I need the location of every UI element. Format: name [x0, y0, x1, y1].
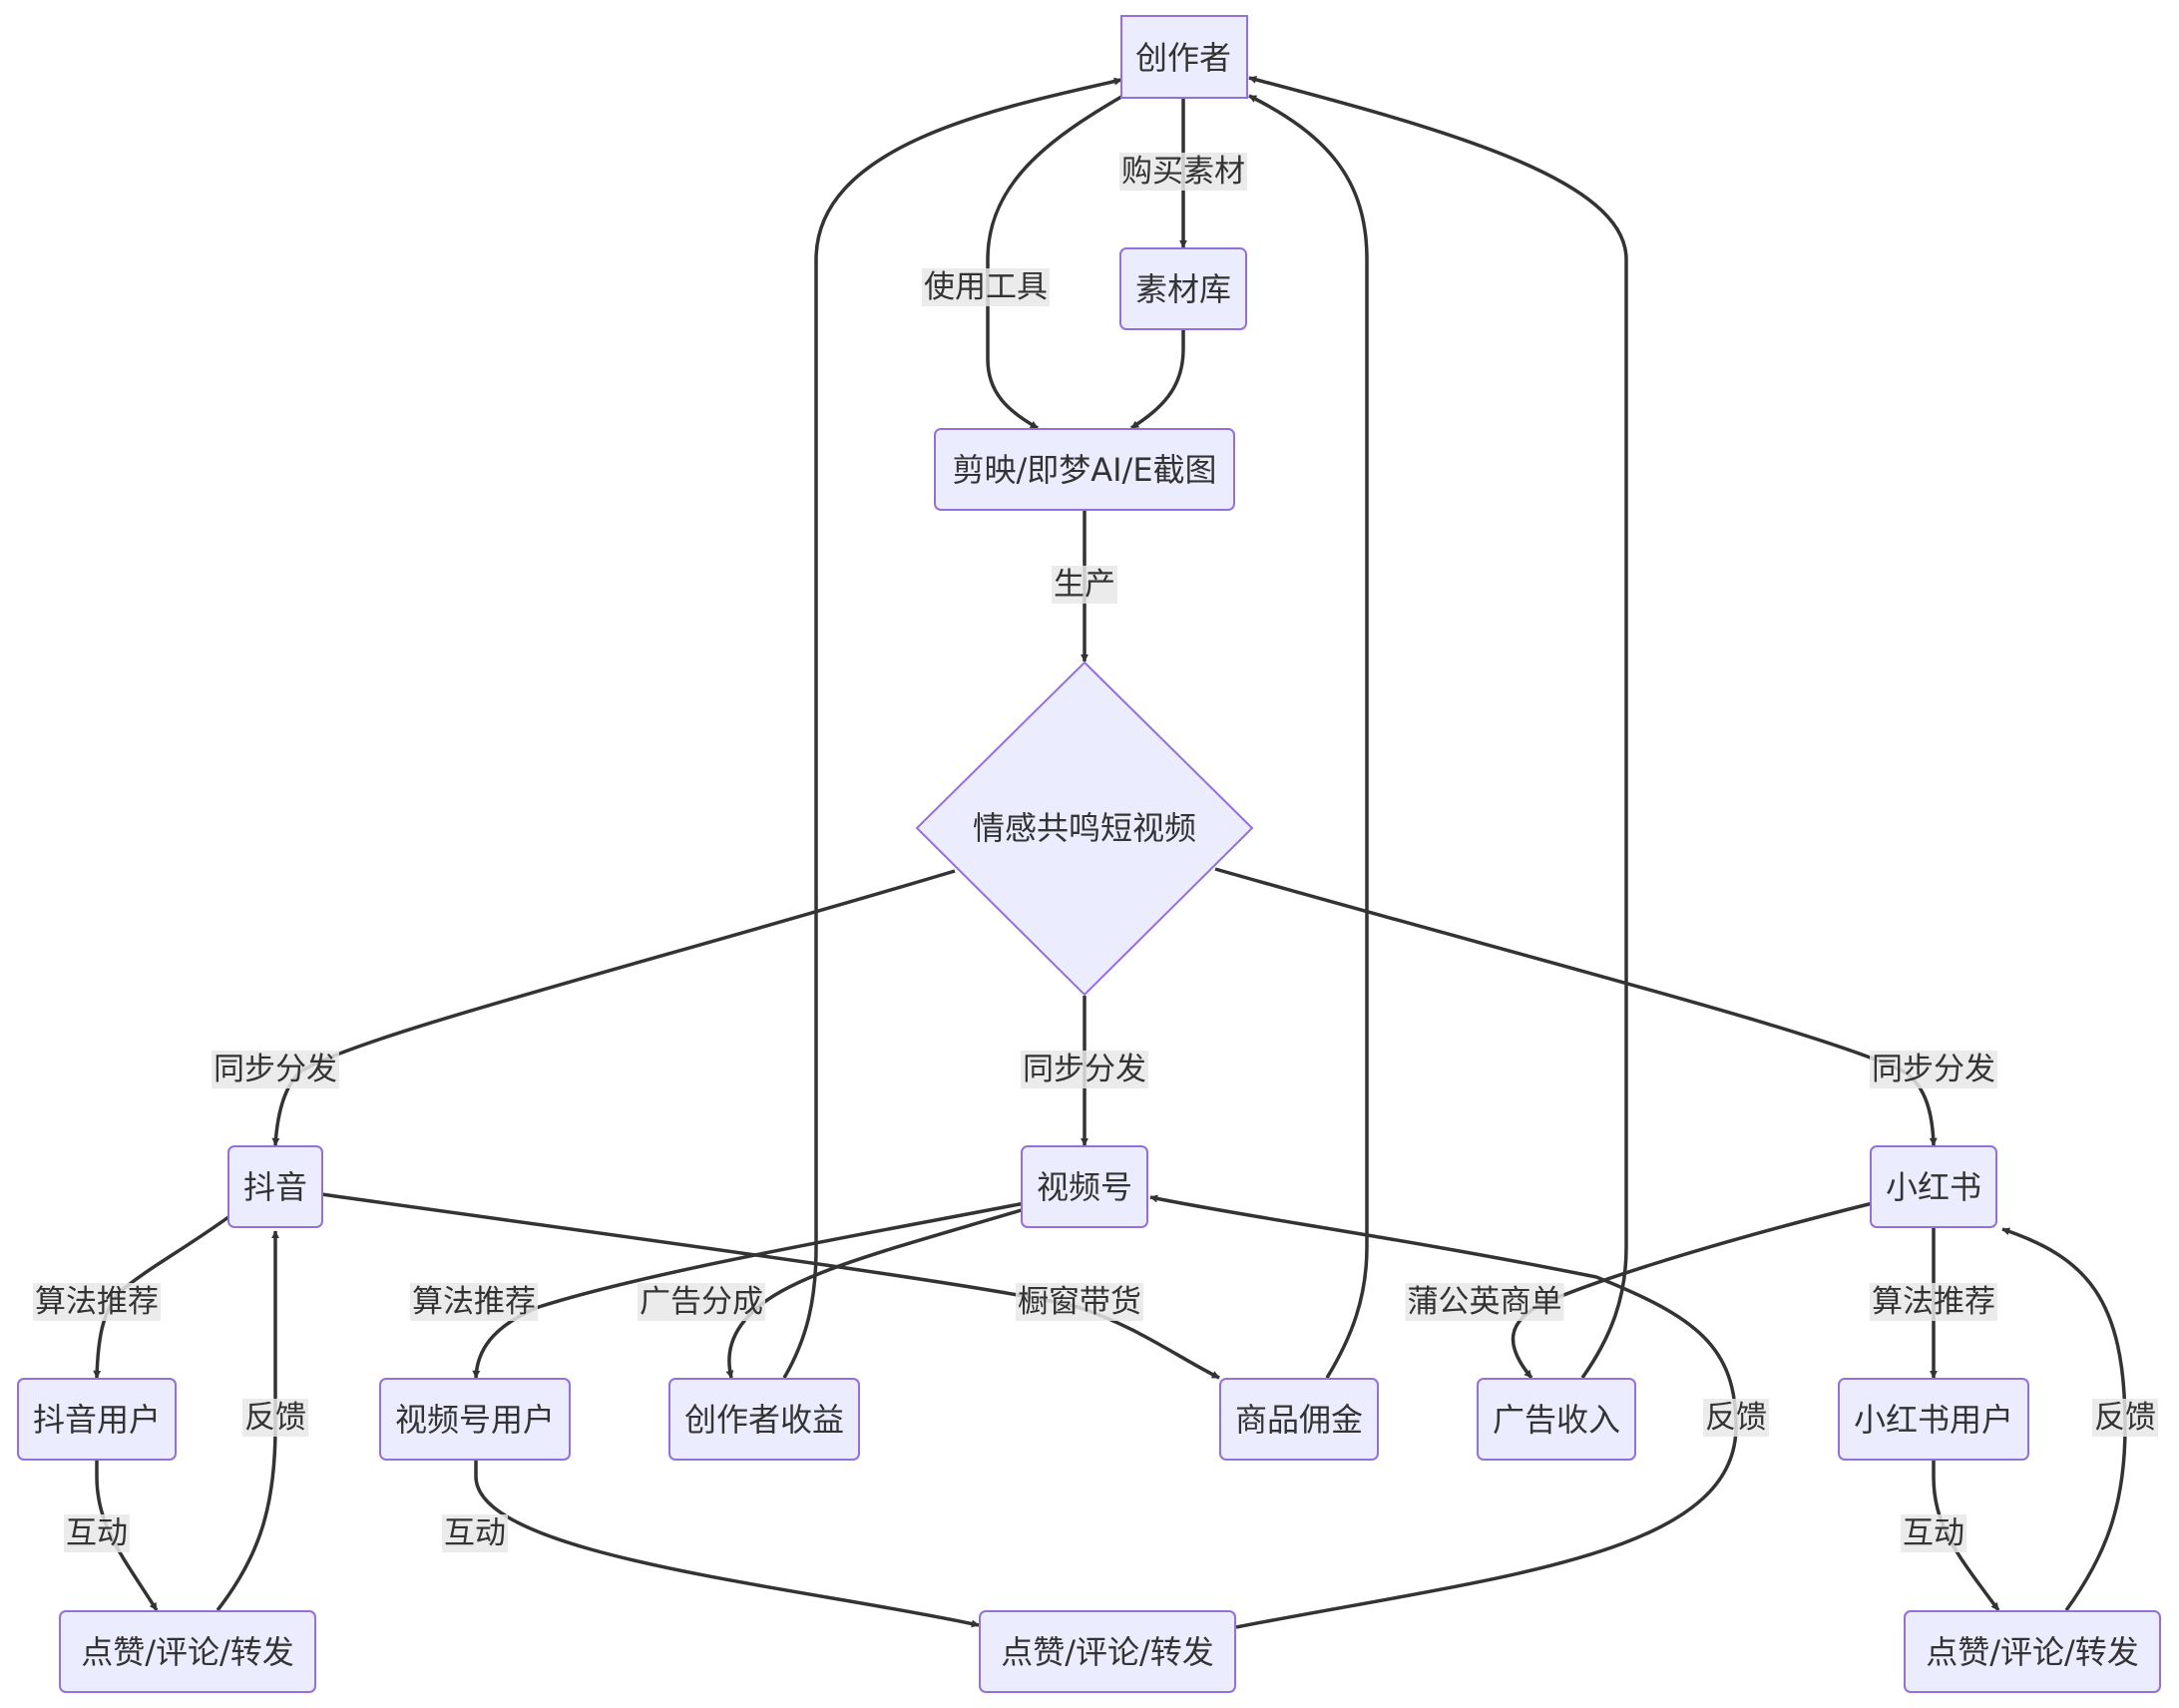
- edge-douyin-to-commission: [320, 1192, 1220, 1380]
- node-xhs-user-label: 小红书用户: [1854, 1401, 2013, 1439]
- label-use-tools: 使用工具: [922, 268, 1050, 306]
- node-shipinhao-label: 视频号: [1037, 1168, 1132, 1206]
- node-douyin-interact[interactable]: 点赞/评论/转发: [59, 1610, 316, 1693]
- node-douyin-user[interactable]: 抖音用户: [17, 1378, 177, 1461]
- node-commission[interactable]: 商品佣金: [1219, 1378, 1379, 1461]
- label-interact-xhs: 互动: [1901, 1514, 1966, 1552]
- edge-labels: 购买素材 使用工具 生产 同步分发 同步分发 同步分发 算法推荐 算法推荐 广告…: [33, 153, 2158, 1552]
- node-creator-label: 创作者: [1135, 39, 1231, 77]
- label-algo-sph-text: 算法推荐: [412, 1284, 536, 1320]
- label-ad-share-text: 广告分成: [640, 1284, 763, 1320]
- node-ad-income-label: 广告收入: [1493, 1401, 1620, 1439]
- edge-douyin-interact-to-douyin: [216, 1230, 279, 1612]
- edge-library-to-tools: [1130, 329, 1185, 430]
- label-algo-xhs-text: 算法推荐: [1872, 1284, 1995, 1320]
- label-feedback-xhs: 反馈: [2092, 1399, 2158, 1437]
- label-sync-douyin: 同步分发: [212, 1051, 339, 1088]
- label-interact-sph: 互动: [442, 1514, 508, 1552]
- edge-creator-to-tools: [986, 95, 1122, 430]
- edge-video-to-xhs: [1214, 867, 1938, 1146]
- label-interact-xhs-text: 互动: [1903, 1515, 1964, 1551]
- label-sync-douyin-text: 同步分发: [214, 1052, 337, 1087]
- node-douyin-interact-label: 点赞/评论/转发: [81, 1633, 294, 1671]
- node-douyin-label: 抖音: [243, 1168, 307, 1206]
- label-feedback-douyin-text: 反馈: [244, 1400, 306, 1436]
- node-commission-label: 商品佣金: [1235, 1401, 1363, 1439]
- label-pugongying: 蒲公英商单: [1405, 1283, 1564, 1321]
- label-sync-sph: 同步分发: [1021, 1051, 1148, 1088]
- edge-commission-to-creator: [1248, 94, 1369, 1379]
- edge-video-to-douyin: [271, 869, 956, 1146]
- label-feedback-xhs-text: 反馈: [2094, 1400, 2156, 1436]
- node-creator-income-label: 创作者收益: [684, 1401, 844, 1439]
- edge-shipinhao-to-creator-income: [725, 1207, 1026, 1379]
- label-ad-share: 广告分成: [638, 1283, 765, 1321]
- label-feedback-sph: 反馈: [1703, 1399, 1769, 1437]
- node-xhs-user[interactable]: 小红书用户: [1838, 1378, 2029, 1461]
- label-showcase: 橱窗带货: [1016, 1283, 1143, 1321]
- node-creator-income[interactable]: 创作者收益: [668, 1378, 860, 1461]
- label-algo-douyin-text: 算法推荐: [35, 1284, 159, 1320]
- label-produce: 生产: [1052, 566, 1117, 604]
- label-interact-douyin-text: 互动: [66, 1515, 128, 1551]
- node-douyin[interactable]: 抖音: [227, 1145, 323, 1228]
- node-xhs-interact[interactable]: 点赞/评论/转发: [1904, 1610, 2161, 1693]
- label-algo-xhs: 算法推荐: [1870, 1283, 1997, 1321]
- node-sph-interact[interactable]: 点赞/评论/转发: [979, 1610, 1236, 1693]
- node-creator[interactable]: 创作者: [1120, 15, 1248, 99]
- edge-ad-income-to-creator: [1248, 75, 1628, 1380]
- label-buy-material: 购买素材: [1119, 153, 1247, 191]
- node-shipinhao[interactable]: 视频号: [1021, 1145, 1148, 1228]
- node-sph-user-label: 视频号用户: [395, 1401, 555, 1439]
- label-interact-sph-text: 互动: [444, 1515, 506, 1551]
- label-use-tools-text: 使用工具: [924, 269, 1048, 305]
- label-pugongying-text: 蒲公英商单: [1408, 1284, 1562, 1320]
- label-algo-douyin: 算法推荐: [33, 1283, 161, 1321]
- label-algo-sph: 算法推荐: [410, 1283, 538, 1321]
- edge-sph-user-to-sph-interact: [474, 1461, 980, 1628]
- label-feedback-douyin: 反馈: [242, 1399, 308, 1437]
- label-sync-sph-text: 同步分发: [1023, 1052, 1146, 1087]
- edge-sph-interact-to-shipinhao: [1149, 1194, 1738, 1629]
- node-ad-income[interactable]: 广告收入: [1477, 1378, 1636, 1461]
- nodes: 创作者 素材库 剪映/即梦AI/E截图 情感共鸣短视频 抖音 视频号 小红书: [17, 15, 2161, 1693]
- node-tools[interactable]: 剪映/即梦AI/E截图: [934, 428, 1235, 511]
- label-sync-xhs: 同步分发: [1870, 1051, 1997, 1088]
- label-feedback-sph-text: 反馈: [1705, 1400, 1767, 1436]
- label-buy-material-text: 购买素材: [1121, 154, 1245, 190]
- node-douyin-user-label: 抖音用户: [33, 1401, 161, 1439]
- label-interact-douyin: 互动: [64, 1514, 130, 1552]
- edge-shipinhao-to-sph-user: [472, 1201, 1026, 1379]
- node-library[interactable]: 素材库: [1119, 247, 1247, 330]
- edge-creator-income-to-creator: [782, 77, 1122, 1379]
- node-library-label: 素材库: [1135, 270, 1231, 308]
- label-showcase-text: 橱窗带货: [1018, 1284, 1141, 1320]
- node-xhs-label: 小红书: [1886, 1168, 1981, 1206]
- node-xhs[interactable]: 小红书: [1870, 1145, 1997, 1228]
- edge-xhs-to-ad-income: [1511, 1201, 1874, 1380]
- node-video-label: 情感共鸣短视频: [973, 809, 1196, 847]
- node-sph-user[interactable]: 视频号用户: [379, 1378, 571, 1461]
- node-sph-interact-label: 点赞/评论/转发: [1001, 1633, 1214, 1671]
- label-sync-xhs-text: 同步分发: [1872, 1052, 1995, 1087]
- node-video-decision[interactable]: 情感共鸣短视频: [915, 660, 1254, 997]
- node-xhs-interact-label: 点赞/评论/转发: [1926, 1633, 2139, 1671]
- label-produce-text: 生产: [1054, 567, 1115, 603]
- node-tools-label: 剪映/即梦AI/E截图: [952, 451, 1216, 489]
